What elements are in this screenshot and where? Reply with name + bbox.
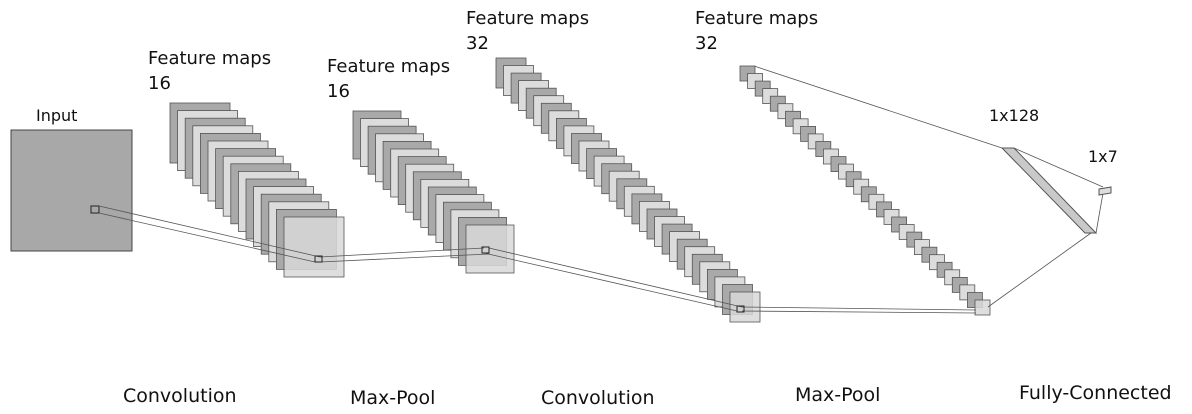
pool1-kernel-window bbox=[481, 246, 490, 254]
connector-line bbox=[98, 212, 316, 263]
stage-label-maxpool-1: Max-Pool bbox=[350, 387, 436, 409]
stage-label-fully-connected: Fully-Connected bbox=[1019, 382, 1172, 404]
connector-line bbox=[987, 232, 1092, 308]
pool1-feature-map-stack bbox=[352, 110, 515, 274]
connector-line bbox=[319, 253, 490, 263]
pool2-feature-maps-label: Feature maps bbox=[695, 8, 819, 29]
connector-line bbox=[98, 205, 321, 258]
stage-label-maxpool-2: Max-Pool bbox=[795, 384, 881, 406]
stage-label-convolution-1: Convolution bbox=[123, 385, 237, 407]
feature-map bbox=[974, 299, 991, 316]
conv1-feature-map-stack bbox=[169, 102, 345, 278]
pool1-feature-maps-label: Feature maps bbox=[327, 56, 451, 77]
feature-map bbox=[465, 224, 515, 274]
stage-label-convolution-2: Convolution bbox=[541, 387, 655, 409]
connector-line bbox=[1013, 147, 1104, 188]
pool2-feature-map-stack bbox=[739, 65, 991, 316]
pool1-feature-count: 16 bbox=[327, 81, 350, 102]
connector-line bbox=[741, 306, 977, 311]
fc-dim-7-label: 1x7 bbox=[1088, 147, 1118, 166]
connection-lines bbox=[98, 65, 1104, 314]
input-image bbox=[10, 129, 133, 252]
feature-map bbox=[283, 216, 345, 278]
fc-1x7-layer bbox=[1098, 186, 1112, 196]
connector-line bbox=[753, 65, 1003, 149]
pool2-feature-count: 32 bbox=[695, 33, 718, 54]
connector-line bbox=[483, 252, 738, 312]
conv2-feature-maps-label: Feature maps bbox=[466, 8, 590, 29]
connector-line bbox=[741, 310, 977, 314]
input-label: Input bbox=[36, 106, 78, 125]
conv2-feature-map-stack bbox=[495, 57, 761, 323]
conv2-kernel-window bbox=[736, 305, 745, 313]
input-kernel-window bbox=[90, 205, 100, 214]
fc-1x128-layer bbox=[1000, 147, 1098, 234]
connector-line bbox=[488, 247, 743, 308]
connector-line bbox=[319, 247, 485, 258]
conv1-feature-maps-label: Feature maps bbox=[148, 48, 272, 69]
conv1-kernel-window bbox=[314, 255, 323, 263]
fc-dim-128-label: 1x128 bbox=[989, 106, 1040, 125]
conv2-feature-count: 32 bbox=[466, 33, 489, 54]
conv1-feature-count: 16 bbox=[148, 73, 171, 94]
connector-line bbox=[1095, 192, 1104, 234]
